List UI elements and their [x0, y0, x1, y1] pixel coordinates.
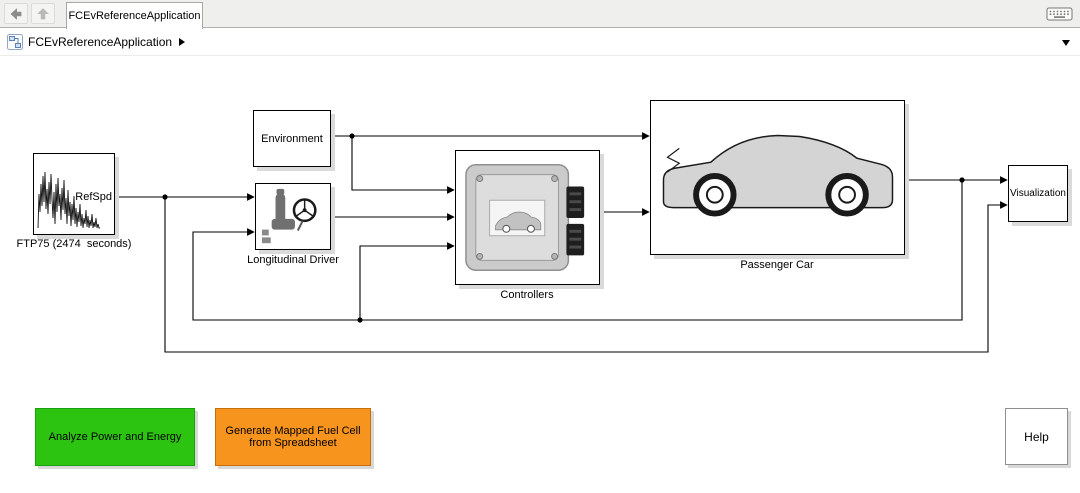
back-icon [10, 7, 22, 20]
visualization-block[interactable]: Visualization [1008, 165, 1068, 222]
breadcrumb-dropdown-arrow[interactable] [1062, 40, 1070, 46]
model-tab[interactable]: FCEvReferenceApplication [66, 2, 203, 29]
refspd-label: RefSpd [75, 191, 112, 203]
breadcrumb-chevron-icon [179, 38, 186, 46]
up-button[interactable] [31, 3, 55, 24]
longitudinal-driver-caption: Longitudinal Driver [247, 254, 339, 266]
drive-cycle-plot [37, 171, 100, 229]
tab-bar: FCEvReferenceApplication [0, 0, 1080, 29]
environment-label: Environment [261, 132, 323, 145]
passenger-car-block[interactable] [650, 100, 905, 255]
breadcrumb: FCEvReferenceApplication [28, 28, 186, 56]
generate-fuel-cell-button[interactable]: Generate Mapped Fuel Cell from Spreadshe… [215, 408, 371, 466]
visualization-label: Visualization [1010, 188, 1066, 199]
passenger-car-caption: Passenger Car [740, 259, 814, 271]
environment-block[interactable]: Environment [253, 110, 331, 167]
car-icon [662, 134, 894, 217]
driver-icon [261, 188, 317, 244]
ecu-icon [465, 164, 585, 271]
up-icon [37, 7, 49, 19]
breadcrumb-bar: FCEvReferenceApplication [0, 28, 1080, 56]
drive-cycle-block[interactable]: RefSpd [33, 153, 115, 235]
help-label: Help [1024, 429, 1049, 444]
controllers-block[interactable] [455, 150, 600, 285]
controllers-caption: Controllers [500, 289, 554, 301]
analyze-power-label: Analyze Power and Energy [48, 431, 182, 443]
generate-fuel-cell-label: Generate Mapped Fuel Cell from Spreadshe… [225, 425, 361, 449]
longitudinal-driver-block[interactable] [255, 183, 331, 250]
back-button[interactable] [4, 3, 28, 24]
tab-title: FCEvReferenceApplication [68, 10, 201, 22]
analyze-power-button[interactable]: Analyze Power and Energy [35, 408, 195, 466]
simulink-model-icon [7, 34, 23, 50]
drive-cycle-caption: FTP75 (2474 seconds) [16, 238, 132, 250]
breadcrumb-model[interactable]: FCEvReferenceApplication [28, 35, 173, 49]
help-button[interactable]: Help [1005, 408, 1068, 465]
keyboard-icon[interactable] [1045, 5, 1075, 23]
